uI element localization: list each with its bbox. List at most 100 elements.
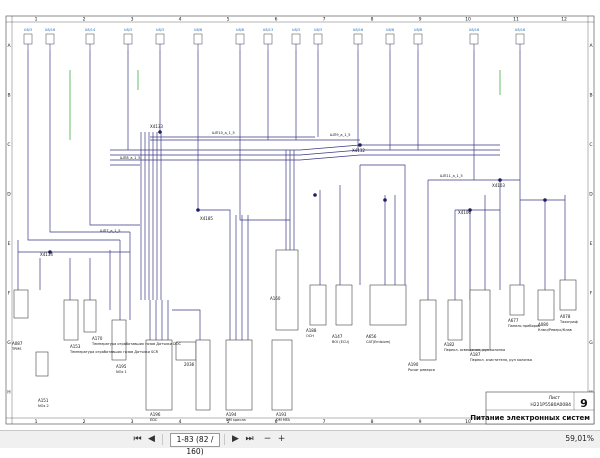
component-ref: A193 xyxy=(276,412,287,417)
wire-label: ШП9_a_1_5 xyxy=(330,133,350,137)
component-ref: A151 xyxy=(38,398,49,403)
grid-column-label: 7 xyxy=(323,419,326,425)
component-ref: A195 xyxy=(116,364,127,369)
page-indicator-field[interactable]: 1-83 (82 / 160) xyxy=(170,433,220,456)
wire-harness xyxy=(17,50,566,340)
junction-label: X4106 xyxy=(458,210,471,215)
grid-row-label: H xyxy=(7,389,10,395)
top-reference-symbol xyxy=(193,33,203,50)
grid-column-label: 12 xyxy=(561,17,567,23)
grid-column-label: 4 xyxy=(179,419,182,425)
grid-row-label: D xyxy=(7,191,11,197)
component-name: Температура отработавших газов Датчики S… xyxy=(69,350,159,354)
component-name: Температура отработавших газов Датчики D… xyxy=(91,342,181,346)
drawing-number: H221P5580A0084 xyxy=(530,402,571,408)
grid-column-label: 6 xyxy=(275,419,278,425)
top-reference-label: U8/16 xyxy=(515,28,525,32)
grid-column-label: 1 xyxy=(35,419,38,425)
grid-row-label: D xyxy=(589,191,593,197)
top-reference-symbol xyxy=(413,33,423,50)
grid-column-label: 3 xyxy=(131,17,134,23)
top-reference-label: U8/8 xyxy=(194,28,202,32)
top-reference-label: U8/8 xyxy=(236,28,244,32)
top-reference-symbol xyxy=(313,33,323,50)
junction-label: X4133 xyxy=(150,124,163,129)
grid-row-label: G xyxy=(589,340,593,346)
component-ref: A153 xyxy=(70,344,81,349)
top-reference-label: U8/3 xyxy=(156,28,164,32)
top-reference-label: U8/8 xyxy=(386,28,394,32)
grid-column-label: 8 xyxy=(371,419,374,425)
top-reference-symbol xyxy=(353,33,363,50)
grid-row-label: C xyxy=(589,142,592,148)
wire-label: ШП7_a_1_5 xyxy=(100,229,120,233)
component-name: Ключ/Реверс/Клав xyxy=(538,328,572,332)
component-name: DM кресла xyxy=(226,418,246,422)
grid-column-label: 2 xyxy=(83,419,86,425)
top-reference-symbol xyxy=(155,33,165,50)
zoom-out-icon[interactable]: − xyxy=(263,434,272,444)
grid-column-label: 2 xyxy=(83,17,86,23)
grid-column-label: 8 xyxy=(371,17,374,23)
grid-column-label: 5 xyxy=(227,419,230,425)
grid-column-label: 7 xyxy=(323,17,326,23)
component-name: Тахограф xyxy=(559,320,578,324)
prev-page-icon[interactable]: ◀ xyxy=(148,434,155,444)
grid-row-label: A xyxy=(589,43,593,49)
component-name: Панель приборов xyxy=(508,324,540,328)
top-reference-symbol xyxy=(263,33,273,50)
top-reference-symbol xyxy=(85,33,95,50)
green-wires xyxy=(69,70,501,140)
zoom-in-icon[interactable]: + xyxy=(277,434,286,444)
grid-row-label: B xyxy=(589,92,592,98)
grid-row-labels: AABBCCDDEEFFGGHH xyxy=(7,43,593,396)
component-ref: A194 xyxy=(226,412,237,417)
component-ref: A087 xyxy=(12,341,23,346)
junction-label: X4103 xyxy=(492,183,505,188)
wire-label: ШП10_a_1_5 xyxy=(212,131,235,135)
top-reference-symbol xyxy=(291,33,301,50)
first-page-icon[interactable]: ⏮ xyxy=(133,434,142,444)
component-name: ОСН xyxy=(306,334,314,338)
top-reference-label: U8/3 xyxy=(124,28,132,32)
junction-label: X4132 xyxy=(352,148,365,153)
top-reference-symbol xyxy=(23,33,33,50)
title-block: Лист H221P5580A0084 9 Питание электронны… xyxy=(470,391,595,425)
grid-column-label: 5 xyxy=(227,17,230,23)
next-page-icon[interactable]: ▶ xyxy=(232,434,239,444)
grid-column-labels: 112233445566778899101011111212 xyxy=(35,17,567,426)
component-ref: A147 xyxy=(332,334,343,339)
drawing-frame xyxy=(5,15,595,425)
wire-label: ШП11_a_1_5 xyxy=(440,174,463,178)
grid-row-label: F xyxy=(8,290,11,296)
top-reference-symbol xyxy=(45,33,55,50)
grid-column-label: 10 xyxy=(465,17,471,23)
component-ref: A170 xyxy=(92,336,103,341)
grid-column-label: 6 xyxy=(275,17,278,23)
grid-row-label: G xyxy=(7,340,11,346)
component-name: DM MFA xyxy=(276,418,291,422)
wiring-schematic: 112233445566778899101011111212 AABBCCDDE… xyxy=(5,15,595,426)
component-name: NOx 1 xyxy=(116,370,127,374)
top-reference-label: U8/16 xyxy=(469,28,479,32)
component-ref: A188 xyxy=(306,328,317,333)
toolbar-separator xyxy=(162,434,163,445)
component-ref: A182 xyxy=(444,342,455,347)
top-reference-label: U8/8 xyxy=(414,28,422,32)
last-page-icon[interactable]: ⏭ xyxy=(245,434,254,444)
wire-label: ШП8_a_1_5 xyxy=(120,156,140,160)
component-ref: A160 xyxy=(270,296,281,301)
drawing-title: Питание электронных систем xyxy=(470,414,590,422)
grid-column-label: 3 xyxy=(131,419,134,425)
component-name: EDC xyxy=(150,418,158,422)
top-reference-symbol xyxy=(385,33,395,50)
zoom-readout[interactable]: 59,01% xyxy=(565,434,594,443)
viewer-toolbar: ⏮ ◀ 1-83 (82 / 160) ▶ ⏭ − + 59,01% xyxy=(0,430,600,456)
top-reference-symbol xyxy=(515,33,525,50)
component-ref: A190 xyxy=(408,362,419,367)
component-ref: 2036 xyxy=(184,362,195,367)
top-reference-symbol xyxy=(469,33,479,50)
component-name: Перекл. очистителя, рул колонка xyxy=(470,358,532,362)
